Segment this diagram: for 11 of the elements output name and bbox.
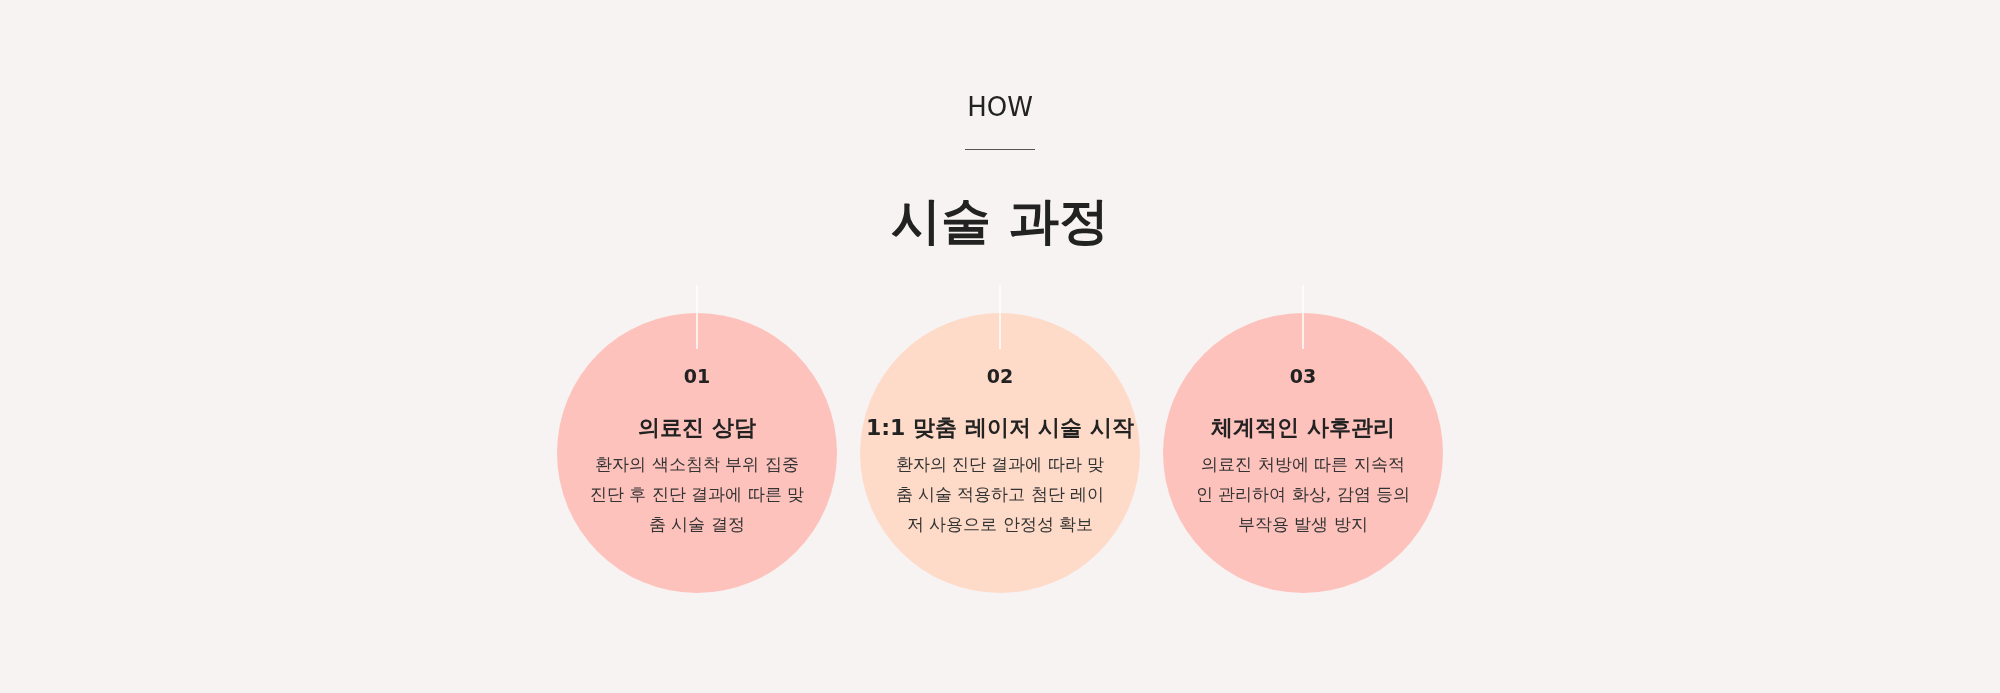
- step-number: 01: [682, 365, 712, 387]
- step-number: 02: [985, 365, 1015, 387]
- step-description: 의료진 처방에 따른 지속적인 관리하여 화상, 감염 등의 부작용 발생 방지: [1195, 453, 1411, 536]
- title: 시술 과정: [890, 191, 1110, 252]
- step-number: 03: [1288, 365, 1318, 387]
- step-heading: 1:1 맞춤 레이저 시술 시작: [864, 414, 1136, 442]
- step-heading: 의료진 상담: [637, 414, 757, 442]
- step-description: 환자의 색소침착 부위 집중 진단 후 진단 결과에 따른 맞춤 시술 결정: [589, 453, 805, 536]
- step-heading: 체계적인 사후관리: [1210, 414, 1396, 442]
- eyebrow-label: HOW: [966, 92, 1034, 122]
- step-description: 환자의 진단 결과에 따라 맞춤 시술 적용하고 첨단 레이저 사용으로 안정성 확보: [894, 453, 1106, 536]
